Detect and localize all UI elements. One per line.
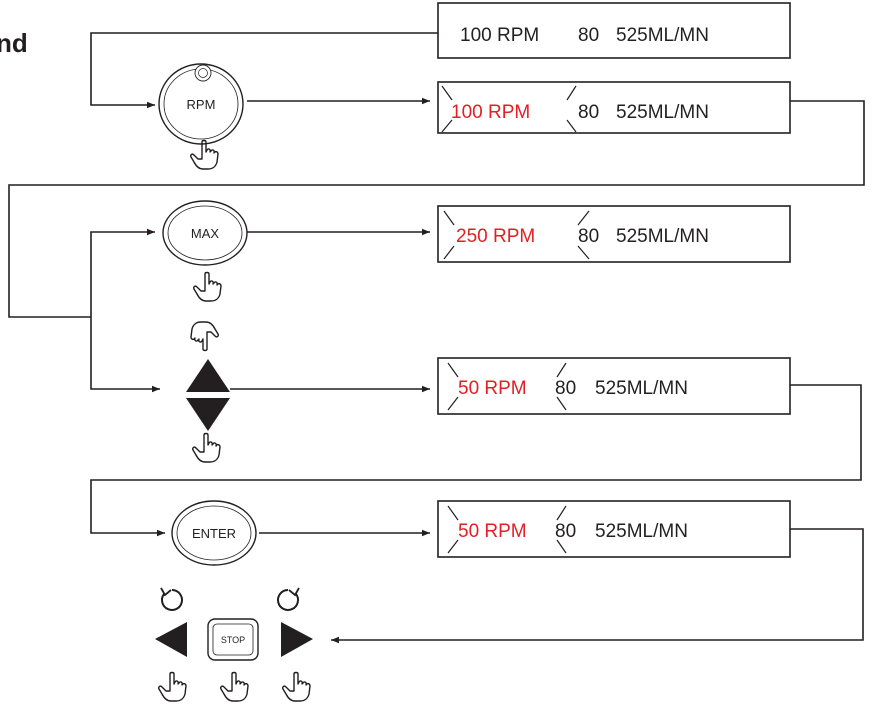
lcd-display-4: 50 RPM 80 525ML/MN — [437, 357, 791, 415]
stop-button-label: STOP — [221, 635, 245, 645]
connector-display1-to-rpm — [90, 32, 438, 109]
connector-lines — [8, 32, 865, 644]
max-button-label: MAX — [191, 226, 220, 241]
display-speed: 50 RPM — [458, 378, 527, 399]
lcd-display-3: 250 RPM 80 525ML/MN — [437, 205, 791, 263]
display-value: 80 — [555, 378, 576, 399]
display-flow: 525ML/MN — [616, 226, 709, 247]
enter-button[interactable]: ENTER — [171, 500, 257, 566]
pointing-hand-icon — [282, 671, 311, 702]
triangle-right-icon[interactable] — [281, 622, 313, 657]
max-button[interactable]: MAX — [162, 200, 248, 266]
blink-mark-icon — [441, 85, 577, 133]
partial-heading: nd — [0, 28, 28, 58]
pointing-hand-icon — [192, 432, 221, 463]
rpm-button[interactable]: RPM — [158, 63, 244, 145]
display-speed: 50 RPM — [458, 521, 527, 542]
blink-mark-icon — [447, 362, 567, 411]
display-value: 80 — [578, 25, 599, 46]
display-speed: 250 RPM — [456, 226, 535, 247]
pointing-hand-icon — [193, 271, 222, 302]
connector-to-updown — [90, 317, 160, 393]
connector-display2-loop — [8, 100, 865, 318]
lcd-display-2: 100 RPM 80 525ML/MN — [437, 81, 791, 134]
display-flow: 525ML/MN — [616, 102, 709, 123]
connector-display5-to-direction — [331, 528, 864, 644]
connector-display4-to-enter — [90, 384, 862, 537]
display-value: 80 — [578, 102, 599, 123]
rotate-ccw-icon — [160, 587, 183, 611]
pointing-hand-icon — [220, 671, 249, 702]
blink-mark-icon — [447, 505, 567, 554]
display-speed: 100 RPM — [460, 25, 539, 46]
display-flow: 525ML/MN — [595, 378, 688, 399]
display-flow: 525ML/MN — [595, 521, 688, 542]
triangle-left-icon[interactable] — [155, 622, 187, 657]
display-value: 80 — [555, 521, 576, 542]
blink-mark-icon — [443, 210, 590, 260]
stop-button[interactable]: STOP — [207, 618, 259, 661]
lcd-display-5: 50 RPM 80 525ML/MN — [437, 500, 791, 558]
display-value: 80 — [578, 226, 599, 247]
pointing-hand-icon — [190, 139, 219, 170]
connector-to-max — [90, 228, 155, 317]
display-speed: 100 RPM — [451, 102, 530, 123]
enter-button-label: ENTER — [192, 526, 236, 541]
display-flow: 525ML/MN — [616, 25, 709, 46]
pointing-hand-icon — [158, 671, 187, 702]
lcd-display-1: 100 RPM 80 525ML/MN — [437, 2, 791, 59]
pointing-hand-icon — [190, 321, 219, 352]
rpm-button-label: RPM — [187, 97, 216, 112]
up-down-arrow-icon[interactable] — [186, 359, 230, 431]
rotate-cw-icon — [277, 587, 300, 611]
